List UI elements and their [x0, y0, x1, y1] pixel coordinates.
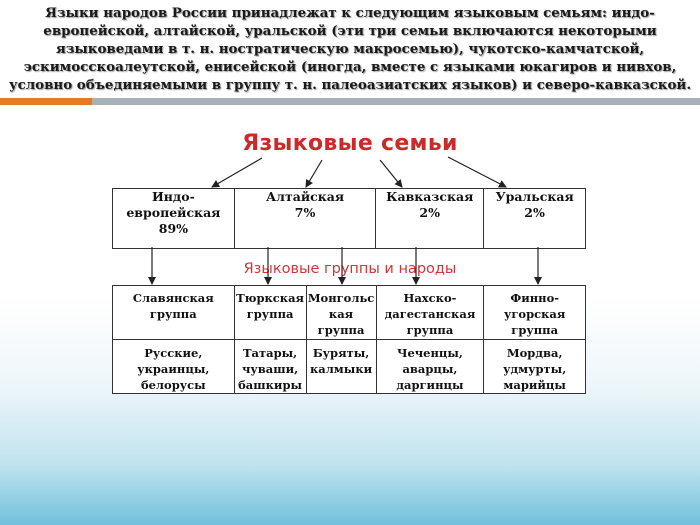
group-line: Тюркская [236, 291, 305, 305]
family-cell-altaic: Алтайская 7% [233, 188, 377, 249]
family-cell-uralic: Уральская 2% [483, 188, 586, 249]
people-line: марийцы [503, 378, 566, 392]
group-line: Нахско- [403, 291, 457, 305]
people-line: украинцы, [137, 362, 210, 376]
people-line: аварцы, [402, 362, 458, 376]
peoples-cell-finno-ugric: Мордва, удмурты, марийцы [483, 339, 586, 394]
peoples-cell-nakh-dagestanian: Чеченцы, аварцы, даргинцы [375, 339, 485, 394]
people-line: Русские, [144, 346, 203, 360]
family-line: Алтайская [265, 189, 345, 204]
group-cell-finno-ugric: Финно-угорская группа [483, 285, 586, 340]
people-line: калмыки [309, 362, 373, 376]
group-line: Монгольс [307, 291, 375, 305]
group-line: кая [328, 307, 354, 321]
group-cell-turkic: Тюркская группа [233, 285, 307, 340]
family-line: Индо- [151, 189, 195, 204]
family-cell-indo-european: Индо- европейская 89% [112, 188, 235, 249]
family-line: европейская [126, 205, 221, 220]
divider-bar [92, 98, 700, 105]
people-line: Буряты, [312, 346, 370, 360]
family-line: 7% [294, 205, 316, 220]
family-line: 2% [419, 205, 440, 220]
group-line: группа [317, 323, 365, 337]
people-line: башкиры [238, 378, 303, 392]
peoples-cell-turkic: Татары, чуваши, башкиры [233, 339, 307, 394]
accent-bar [0, 98, 92, 105]
families-table: Индо- европейская 89% Алтайская 7% Кавка… [112, 188, 586, 249]
people-line: чуваши, [242, 362, 299, 376]
group-cell-nakh-dagestanian: Нахско- дагестанская группа [375, 285, 485, 340]
group-line: дагестанская [384, 307, 476, 321]
people-line: даргинцы [396, 378, 464, 392]
group-line: группа [406, 323, 454, 337]
intro-text: Языки народов России принадлежат к следу… [9, 5, 691, 93]
peoples-cell-mongolic: Буряты, калмыки [305, 339, 377, 394]
group-line: Славянская [132, 291, 214, 305]
diagram-title: Языковые семьи [242, 131, 458, 156]
group-cell-mongolic: Монгольс кая группа [305, 285, 377, 340]
groups-table: Славянская группа Тюркская группа Монгол… [112, 285, 586, 394]
peoples-cell-slavic: Русские, украинцы, белорусы [112, 339, 235, 394]
people-line: Чеченцы, [396, 346, 463, 360]
people-line: удмурты, [503, 362, 567, 376]
group-line: группа [149, 307, 197, 321]
diagram-subtitle: Языковые группы и народы [243, 261, 457, 277]
family-line: Уральская [495, 189, 574, 204]
family-line: 89% [158, 221, 189, 236]
people-line: Татары, [242, 346, 298, 360]
family-line: 2% [524, 205, 545, 220]
family-cell-caucasian: Кавказская 2% [375, 188, 485, 249]
people-line: Мордва, [506, 346, 563, 360]
family-line: Кавказская [386, 189, 474, 204]
group-line: группа [246, 307, 294, 321]
group-cell-slavic: Славянская группа [112, 285, 235, 340]
people-line: белорусы [140, 378, 206, 392]
group-line: группа [511, 323, 559, 337]
group-line: Финно-угорская [503, 291, 566, 321]
